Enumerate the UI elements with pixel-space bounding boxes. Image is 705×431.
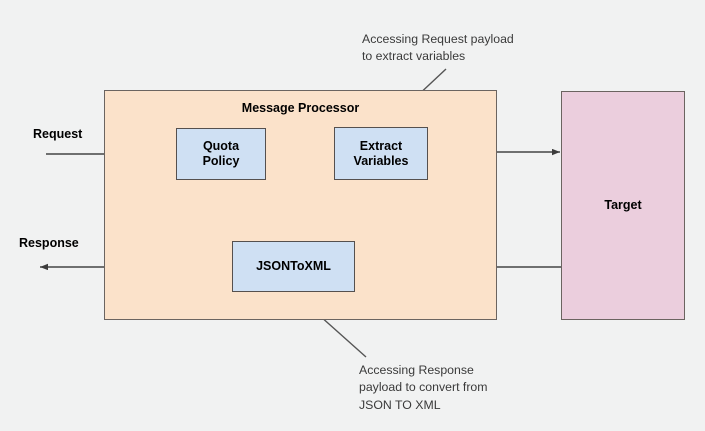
response-label: Response xyxy=(19,236,79,250)
quota-policy-label-line2: Policy xyxy=(202,154,240,168)
request-annotation-text: Accessing Request payload to extract var… xyxy=(362,32,514,64)
response-annotation-text: Accessing Response payload to convert fr… xyxy=(359,363,488,412)
quota-policy-box[interactable]: Quota Policy xyxy=(176,128,266,180)
quota-policy-label-line1: Quota xyxy=(202,139,240,154)
extract-variables-box[interactable]: Extract Variables xyxy=(334,127,428,180)
extract-variables-label-line1: Extract xyxy=(359,138,403,153)
jsontoxml-box[interactable]: JSONToXML xyxy=(232,241,355,292)
jsontoxml-label: JSONToXML xyxy=(256,259,331,274)
message-processor-label: Message Processor xyxy=(241,101,360,115)
target-label: Target xyxy=(604,198,642,213)
target-container[interactable]: Target xyxy=(561,91,685,320)
extract-variables-label-line2: Variables xyxy=(353,153,409,168)
request-label: Request xyxy=(33,127,83,141)
